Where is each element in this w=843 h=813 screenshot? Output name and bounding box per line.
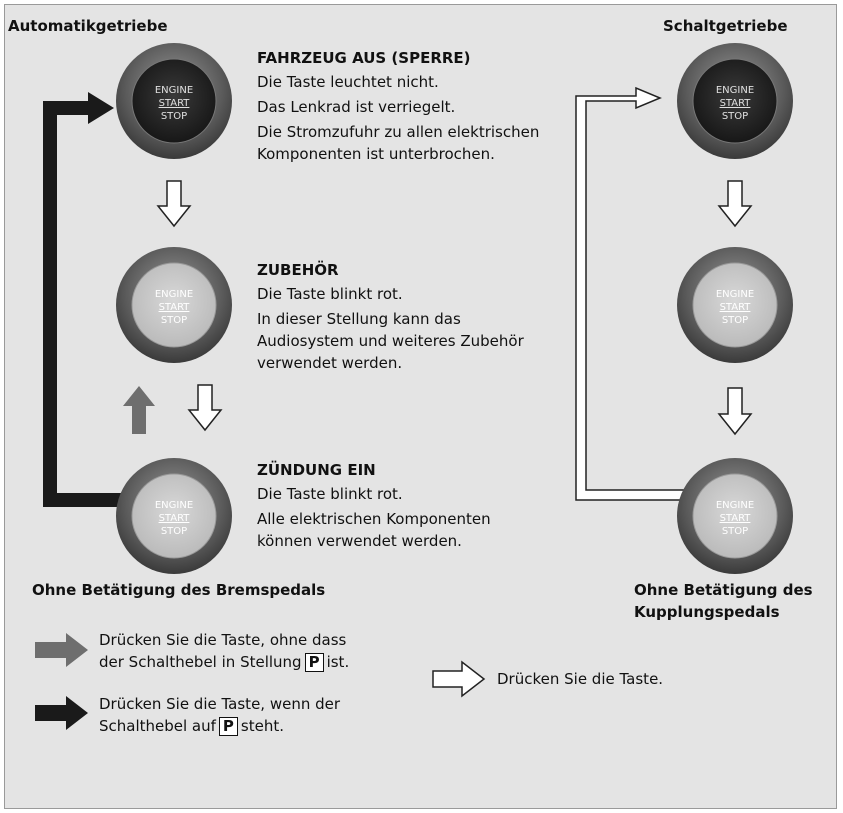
manual-title: Schaltgetriebe xyxy=(663,17,788,35)
black-loop-arrowhead xyxy=(88,92,114,124)
button-text-engine: ENGINE xyxy=(155,289,193,300)
legend-black-line2-post: steht. xyxy=(240,717,285,735)
button-on-left: ENGINE START STOP xyxy=(116,458,232,574)
state-off-line: Das Lenkrad ist verriegelt. xyxy=(257,98,456,116)
button-acc-right: ENGINE START STOP xyxy=(677,247,793,363)
button-text-stop: STOP xyxy=(722,111,748,122)
legend-gray-line2-pre: der Schalthebel in Stellung xyxy=(99,653,302,671)
state-on-line: können verwendet werden. xyxy=(257,532,462,550)
down-arrow-1 xyxy=(156,180,192,228)
right-down-arrow-1 xyxy=(717,180,753,228)
legend-white-arrow xyxy=(432,660,486,698)
button-text-engine: ENGINE xyxy=(155,85,193,96)
white-loop-arrow xyxy=(575,86,691,501)
button-text-engine: ENGINE xyxy=(716,289,754,300)
button-acc-left: ENGINE START STOP xyxy=(116,247,232,363)
legend-gray-line2-post: ist. xyxy=(326,653,350,671)
state-on-heading: ZÜNDUNG EIN xyxy=(257,461,376,479)
button-text-start: START xyxy=(159,302,191,313)
button-text-start: START xyxy=(159,98,191,109)
button-off-right: ENGINE START STOP xyxy=(677,43,793,159)
button-text-start: START xyxy=(159,513,191,524)
automatic-title: Automatikgetriebe xyxy=(8,17,168,35)
button-text-start: START xyxy=(720,98,752,109)
gray-up-arrow xyxy=(123,386,155,434)
manual-footer-line2: Kupplungspedals xyxy=(634,603,780,621)
state-on-line: Alle elektrischen Komponenten xyxy=(257,510,491,528)
button-text-stop: STOP xyxy=(161,111,187,122)
state-off-heading: FAHRZEUG AUS (SPERRE) xyxy=(257,49,471,67)
state-off-line: Die Taste leuchtet nicht. xyxy=(257,73,439,91)
manual-footer-line1: Ohne Betätigung des xyxy=(634,581,813,599)
park-symbol: P xyxy=(304,653,324,672)
button-off-left: ENGINE START STOP xyxy=(116,43,232,159)
state-acc-heading: ZUBEHÖR xyxy=(257,261,339,279)
button-text-engine: ENGINE xyxy=(155,500,193,511)
legend-black-arrow xyxy=(35,696,88,730)
state-acc-line: verwendet werden. xyxy=(257,354,403,372)
state-off-line: Die Stromzufuhr zu allen elektrischen xyxy=(257,123,540,141)
legend-white-text: Drücken Sie die Taste. xyxy=(497,670,664,688)
right-down-arrow-2 xyxy=(717,387,753,436)
park-symbol: P xyxy=(218,717,238,736)
button-text-engine: ENGINE xyxy=(716,500,754,511)
state-acc-line: Audiosystem und weiteres Zubehör xyxy=(257,332,524,350)
state-on-line: Die Taste blinkt rot. xyxy=(257,485,403,503)
state-acc-line: In dieser Stellung kann das xyxy=(257,310,461,328)
button-on-right: ENGINE START STOP xyxy=(677,458,793,574)
legend-black-line1: Drücken Sie die Taste, wenn der xyxy=(99,695,341,713)
state-acc-line: Die Taste blinkt rot. xyxy=(257,285,403,303)
button-text-start: START xyxy=(720,513,752,524)
legend-gray-arrow xyxy=(35,633,88,667)
button-text-stop: STOP xyxy=(161,526,187,537)
black-loop-arrow xyxy=(43,101,122,507)
button-text-stop: STOP xyxy=(161,315,187,326)
state-off-line: Komponenten ist unterbrochen. xyxy=(257,145,495,163)
legend-gray-line1: Drücken Sie die Taste, ohne dass xyxy=(99,631,347,649)
button-text-start: START xyxy=(720,302,752,313)
button-text-engine: ENGINE xyxy=(716,85,754,96)
button-text-stop: STOP xyxy=(722,315,748,326)
legend-black-line2-pre: Schalthebel auf xyxy=(99,717,216,735)
button-text-stop: STOP xyxy=(722,526,748,537)
automatic-footer: Ohne Betätigung des Bremspedals xyxy=(32,581,326,599)
down-arrow-2 xyxy=(187,384,223,432)
